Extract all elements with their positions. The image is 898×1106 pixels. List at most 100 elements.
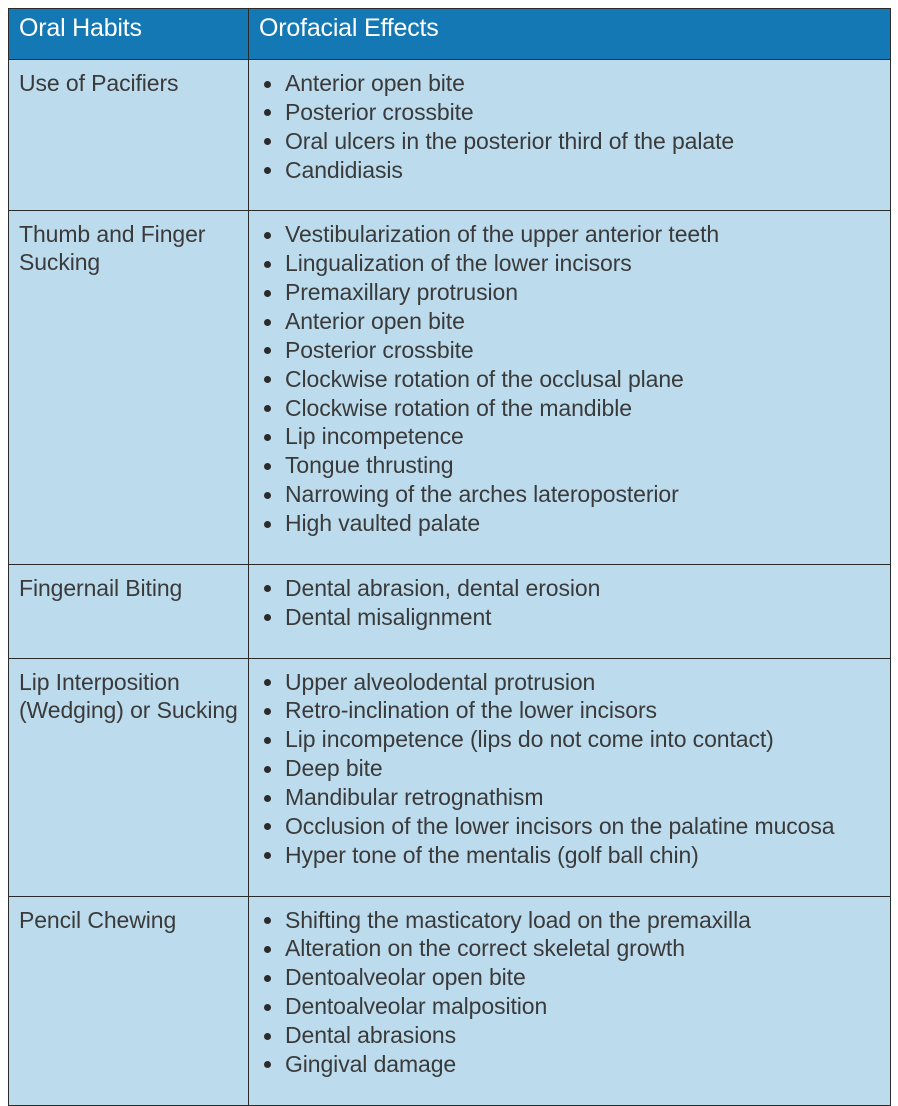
effect-text: Deep bite: [285, 755, 383, 782]
bullet-icon: [264, 520, 271, 528]
list-item: Occlusion of the lower incisors on the p…: [259, 812, 880, 841]
oral-habits-effects-table: Oral Habits Orofacial Effects Use of Pac…: [8, 8, 891, 1106]
list-item: Anterior open bite: [259, 307, 880, 336]
bullet-icon: [264, 289, 271, 297]
habit-cell: Thumb and Finger Sucking: [8, 210, 249, 565]
list-item: Lip incompetence (lips do not come into …: [259, 725, 880, 754]
bullet-icon: [264, 736, 271, 744]
effect-text: Narrowing of the arches lateroposterior: [285, 481, 679, 508]
effect-text: Occlusion of the lower incisors on the p…: [285, 812, 835, 839]
list-item: Clockwise rotation of the occlusal plane: [259, 365, 880, 394]
bullet-icon: [264, 1032, 271, 1040]
bullet-icon: [264, 707, 271, 715]
bullet-icon: [264, 794, 271, 802]
bullet-icon: [264, 138, 271, 146]
table-row: Pencil Chewing Shifting the masticatory …: [8, 895, 891, 1106]
bullet-icon: [264, 109, 271, 117]
effect-text: Mandibular retrognathism: [285, 784, 544, 811]
list-item: Narrowing of the arches lateroposterior: [259, 480, 880, 509]
list-item: Deep bite: [259, 754, 880, 783]
table-row: Use of Pacifiers Anterior open bite Post…: [8, 58, 891, 212]
list-item: Alteration on the correct skeletal growt…: [259, 934, 880, 963]
bullet-icon: [264, 1061, 271, 1069]
list-item: Dentoalveolar open bite: [259, 963, 880, 992]
effect-text: Premaxillary protrusion: [285, 279, 518, 306]
list-item: Premaxillary protrusion: [259, 278, 880, 307]
effect-text: Anterior open bite: [285, 308, 465, 335]
list-item: Dentoalveolar malposition: [259, 992, 880, 1021]
list-item: Posterior crossbite: [259, 98, 880, 127]
list-item: Tongue thrusting: [259, 451, 880, 480]
list-item: Dental abrasion, dental erosion: [259, 574, 880, 603]
list-item: Retro-inclination of the lower incisors: [259, 696, 880, 725]
habit-cell: Pencil Chewing: [8, 895, 249, 1106]
effect-text: Posterior crossbite: [285, 98, 474, 125]
effect-text: Oral ulcers in the posterior third of th…: [285, 127, 735, 154]
bullet-icon: [264, 917, 271, 925]
bullet-icon: [264, 974, 271, 982]
effect-text: Dentoalveolar open bite: [285, 964, 526, 991]
bullet-icon: [264, 347, 271, 355]
effect-text: Dentoalveolar malposition: [285, 993, 548, 1020]
effect-text: Dental misalignment: [285, 603, 492, 630]
table-row: Fingernail Biting Dental abrasion, denta…: [8, 563, 891, 659]
habit-label: Lip Interposition (Wedging) or Sucking: [19, 668, 238, 723]
bullet-icon: [264, 765, 271, 773]
bullet-icon: [264, 679, 271, 687]
effect-text: Shifting the masticatory load on the pre…: [285, 906, 751, 933]
effects-list: Anterior open bite Posterior crossbite O…: [259, 69, 880, 184]
list-item: Hyper tone of the mentalis (golf ball ch…: [259, 841, 880, 870]
list-item: Shifting the masticatory load on the pre…: [259, 906, 880, 935]
list-item: High vaulted palate: [259, 509, 880, 538]
bullet-icon: [264, 1003, 271, 1011]
effect-text: Tongue thrusting: [285, 452, 454, 479]
habit-label: Pencil Chewing: [19, 906, 177, 933]
list-item: Clockwise rotation of the mandible: [259, 394, 880, 423]
list-item: Posterior crossbite: [259, 336, 880, 365]
oral-habits-table-container: Oral Habits Orofacial Effects Use of Pac…: [8, 8, 891, 1106]
bullet-icon: [264, 231, 271, 239]
effect-text: Retro-inclination of the lower incisors: [285, 697, 657, 724]
effect-text: Candidiasis: [285, 156, 403, 183]
habit-cell: Fingernail Biting: [8, 563, 249, 659]
effect-text: Clockwise rotation of the occlusal plane: [285, 365, 684, 392]
habit-label: Thumb and Finger Sucking: [19, 221, 206, 276]
effects-list: Vestibularization of the upper anterior …: [259, 220, 880, 537]
bullet-icon: [264, 945, 271, 953]
table-body: Use of Pacifiers Anterior open bite Post…: [8, 58, 891, 1106]
bullet-icon: [264, 852, 271, 860]
list-item: Mandibular retrognathism: [259, 783, 880, 812]
effect-text: Lip incompetence (lips do not come into …: [285, 726, 774, 753]
effects-cell: Anterior open bite Posterior crossbite O…: [248, 58, 891, 212]
column-header-oral-habits: Oral Habits: [8, 8, 249, 60]
effects-list: Shifting the masticatory load on the pre…: [259, 906, 880, 1079]
list-item: Oral ulcers in the posterior third of th…: [259, 127, 880, 156]
list-item: Anterior open bite: [259, 69, 880, 98]
effects-cell: Upper alveolodental protrusion Retro-inc…: [248, 657, 891, 897]
table-header: Oral Habits Orofacial Effects: [8, 8, 891, 60]
bullet-icon: [264, 462, 271, 470]
bullet-icon: [264, 318, 271, 326]
bullet-icon: [264, 491, 271, 499]
effect-text: Upper alveolodental protrusion: [285, 668, 596, 695]
habit-cell: Lip Interposition (Wedging) or Sucking: [8, 657, 249, 897]
effect-text: Posterior crossbite: [285, 336, 474, 363]
list-item: Dental misalignment: [259, 603, 880, 632]
effect-text: Lingualization of the lower incisors: [285, 250, 632, 277]
list-item: Lip incompetence: [259, 422, 880, 451]
table-row: Lip Interposition (Wedging) or Sucking U…: [8, 657, 891, 897]
bullet-icon: [264, 585, 271, 593]
bullet-icon: [264, 433, 271, 441]
list-item: Lingualization of the lower incisors: [259, 249, 880, 278]
effect-text: Gingival damage: [285, 1050, 457, 1077]
habit-label: Fingernail Biting: [19, 574, 183, 601]
effect-text: Hyper tone of the mentalis (golf ball ch…: [285, 841, 699, 868]
list-item: Candidiasis: [259, 156, 880, 185]
bullet-icon: [264, 260, 271, 268]
bullet-icon: [264, 823, 271, 831]
effects-list: Dental abrasion, dental erosion Dental m…: [259, 574, 880, 632]
effect-text: Dental abrasions: [285, 1022, 457, 1049]
list-item: Gingival damage: [259, 1050, 880, 1079]
bullet-icon: [264, 80, 271, 88]
list-item: Upper alveolodental protrusion: [259, 668, 880, 697]
